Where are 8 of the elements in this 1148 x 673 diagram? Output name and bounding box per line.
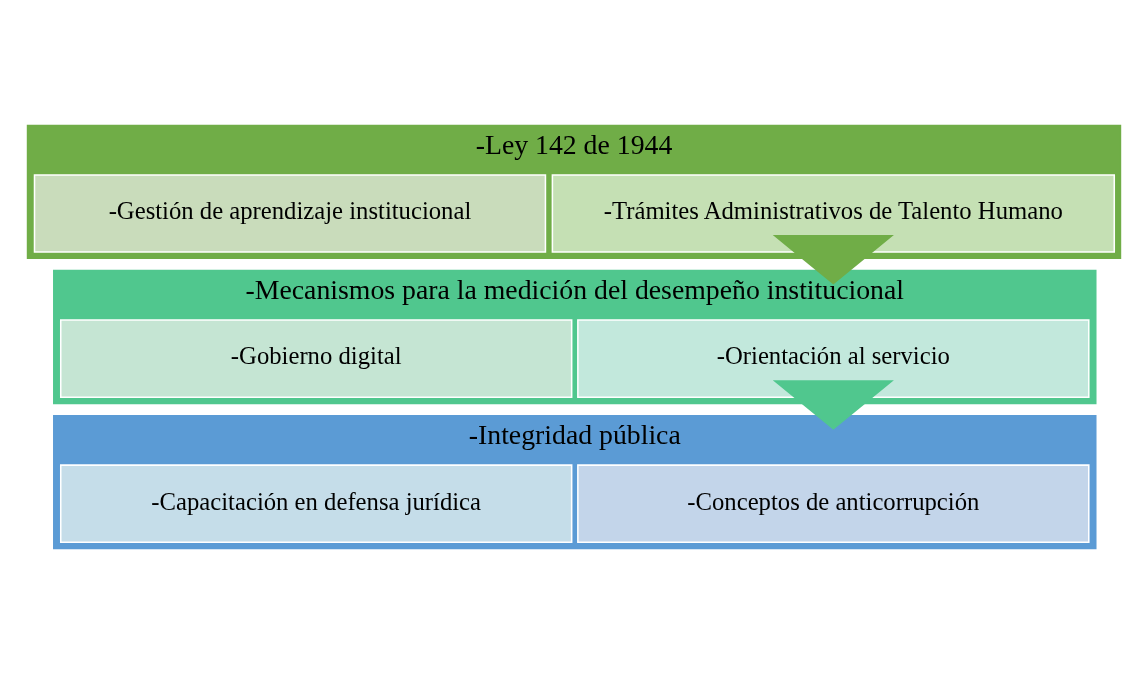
node-box: -Capacitación en defensa jurídica — [59, 463, 573, 543]
node-box: -Gestión de aprendizaje institucional — [33, 173, 547, 253]
arrow — [772, 234, 894, 285]
arrow — [772, 379, 894, 430]
node-box: -Gobierno digital — [59, 318, 573, 398]
node-box: -Trámites Administrativos de Talento Humano — [551, 173, 1116, 253]
node-box: -Orientación al servicio — [577, 318, 1090, 398]
node-box: -Conceptos de anticorrupción — [577, 463, 1090, 543]
